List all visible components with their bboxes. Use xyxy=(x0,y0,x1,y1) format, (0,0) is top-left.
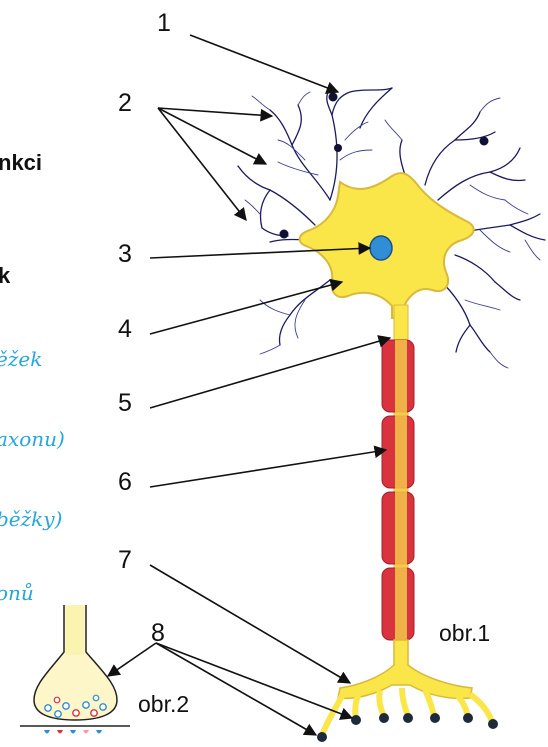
arrow-7 xyxy=(150,565,350,683)
arrow-4 xyxy=(150,282,342,334)
left-bold-text-2: k xyxy=(0,263,11,288)
figure-label-1: obr.1 xyxy=(439,620,490,646)
synapse-detail xyxy=(20,605,130,734)
arrow-6 xyxy=(150,450,386,487)
label-4: 4 xyxy=(118,315,132,343)
left-hand-text-4: onů xyxy=(0,581,34,605)
nucleus xyxy=(370,236,392,260)
left-hand-text-2: axonu) xyxy=(0,427,65,451)
arrow-2a xyxy=(158,108,272,116)
arrow-2b xyxy=(158,108,266,164)
arrow-5 xyxy=(150,338,390,408)
label-7: 7 xyxy=(118,546,132,574)
left-hand-text-1: ěžek xyxy=(0,347,42,371)
figure-label-2: obr.2 xyxy=(138,691,189,717)
left-hand-text-3: běžky) xyxy=(0,507,62,531)
arrow-8b xyxy=(156,643,316,735)
arrow-1 xyxy=(190,35,338,92)
arrow-2c xyxy=(158,108,246,220)
myelin-sheath xyxy=(382,340,414,640)
left-bold-text-1: nkci xyxy=(0,150,42,175)
label-5: 5 xyxy=(118,389,132,417)
label-2: 2 xyxy=(118,89,132,117)
terminal-knobs xyxy=(317,713,498,742)
label-8: 8 xyxy=(151,619,165,647)
label-6: 6 xyxy=(118,468,132,496)
label-1: 1 xyxy=(157,9,171,37)
arrow-8a xyxy=(108,643,156,676)
label-3: 3 xyxy=(118,240,132,268)
